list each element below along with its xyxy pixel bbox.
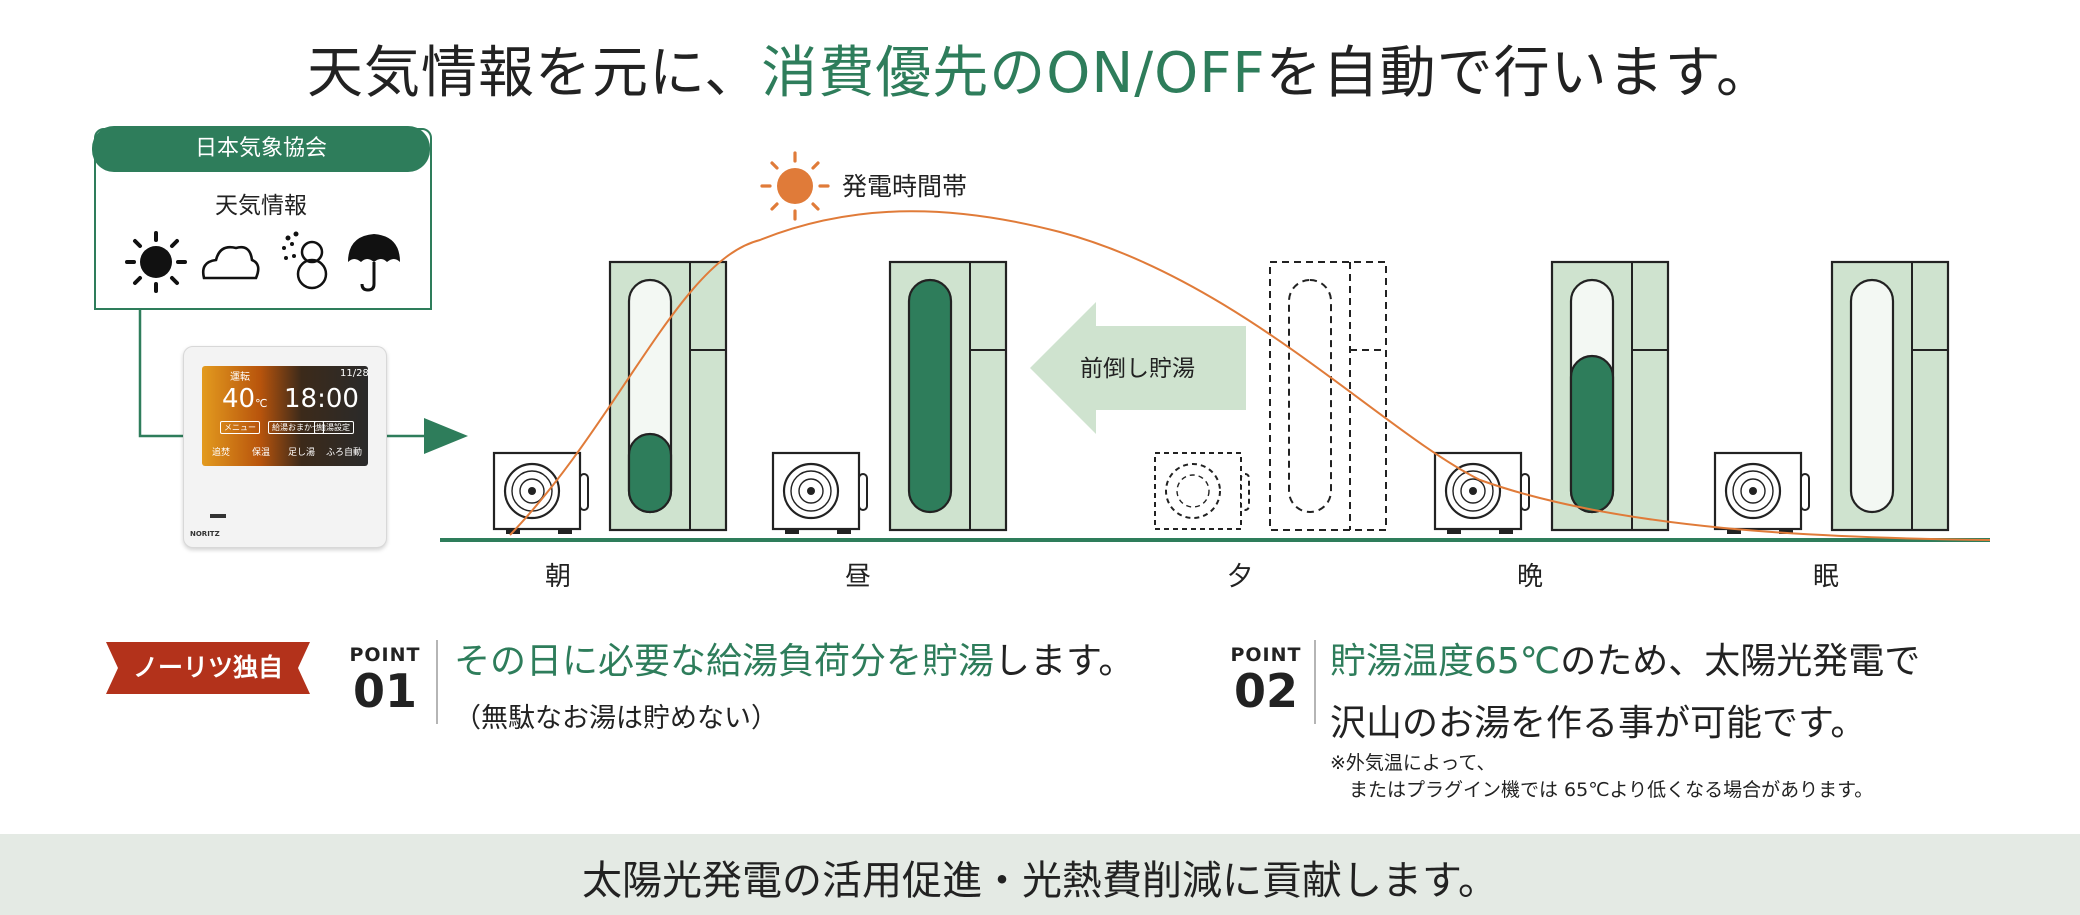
remote-temp: 40℃	[222, 384, 268, 414]
noritz-badge: ノーリツ独自	[132, 653, 283, 682]
slot-sleep	[1713, 260, 1950, 534]
point-2-note-2: またはプラグイン機では 65℃より低くなる場合があります。	[1330, 779, 1874, 801]
outdoor-unit	[492, 451, 589, 534]
generation-sun-icon	[760, 151, 830, 221]
storage-tank	[888, 260, 1008, 532]
generation-label: 発電時間帯	[842, 172, 967, 201]
remote-button-4[interactable]: ふろ自動	[326, 448, 363, 458]
arrow-to-chart-icon	[424, 418, 468, 454]
point-2-line1: 貯湯温度65℃のため、太陽光発電で	[1330, 641, 1921, 682]
time-label-evening: 夕	[1226, 562, 1253, 592]
water-fill	[627, 432, 673, 514]
snowman-icon	[282, 231, 328, 290]
point-2-line2: 沢山のお湯を作る事が可能です。	[1330, 703, 1867, 744]
connector-line	[138, 308, 184, 438]
outdoor-unit	[1433, 451, 1530, 534]
weather-org-label: 日本気象協会	[92, 126, 430, 172]
remote-button-2[interactable]: 保温	[252, 448, 271, 458]
headline: 天気情報を元に、消費優先のON/OFFを自動で行います。	[0, 28, 2080, 109]
time-label-sleep: 眠	[1812, 562, 1839, 592]
footer-text: 太陽光発電の活用促進・光熱費削減に貢献します。	[582, 858, 1498, 904]
outdoor-unit	[1713, 451, 1810, 534]
remote-button-3[interactable]: 足し湯	[288, 448, 316, 458]
advance-storage-arrow-icon	[1030, 302, 1246, 434]
time-label-morning: 朝	[544, 562, 571, 592]
remote-indicator	[210, 514, 226, 518]
point-2-note-1: ※外気温によって、	[1330, 752, 1496, 774]
time-label-night: 晩	[1516, 562, 1543, 592]
outdoor-unit	[771, 451, 868, 534]
storage-tank	[1830, 260, 1950, 532]
point-1-number: 01	[352, 664, 417, 718]
remote-button-1[interactable]: 追焚	[212, 448, 231, 458]
slot-evening	[1154, 261, 1387, 531]
point-2-word: POINT	[1230, 644, 1302, 666]
remote-date: 11/28	[340, 368, 369, 379]
slot-morning	[492, 260, 728, 534]
noritz-badge-shape	[106, 642, 310, 694]
water-fill	[907, 278, 953, 514]
point-1-word: POINT	[349, 644, 421, 666]
outdoor-unit-dashed	[1154, 452, 1250, 530]
headline-highlight: 消費優先のON/OFF	[761, 41, 1266, 106]
storage-tank-dashed	[1269, 261, 1387, 531]
fan-icon	[1165, 463, 1221, 519]
remote-screen	[202, 366, 368, 466]
generation-curve	[509, 210, 1991, 541]
remote-brand: NORITZ	[190, 530, 220, 538]
point-1-sub: （無駄なお湯は貯めない）	[454, 703, 778, 734]
point-2-separator	[1314, 640, 1316, 724]
weather-title: 天気情報	[215, 193, 307, 219]
storage-tank	[608, 260, 728, 532]
headline-part2: を自動で行います。	[1265, 41, 1774, 106]
remote-menu-2[interactable]: 給湯おまかせ	[268, 421, 324, 434]
point-2-number: 02	[1233, 664, 1298, 718]
point-1-separator	[436, 640, 438, 724]
slot-noon	[771, 260, 1008, 534]
umbrella-icon	[348, 234, 400, 292]
footer-band	[0, 834, 2080, 915]
headline-part1: 天気情報を元に、	[306, 41, 762, 106]
remote-top-left: 運転	[230, 372, 250, 383]
water-fill	[1569, 354, 1615, 514]
point-1-main: その日に必要な給湯負荷分を貯湯します。	[454, 641, 1135, 682]
storage-tank	[1550, 260, 1670, 532]
advance-storage-label: 前倒し貯湯	[1080, 356, 1195, 382]
time-label-noon: 昼	[844, 562, 871, 592]
cloud-icon	[201, 245, 260, 280]
sun-icon	[125, 231, 187, 293]
remote-menu-3[interactable]: 給湯設定	[314, 421, 354, 434]
remote-time: 18:00	[284, 384, 359, 414]
slot-night	[1433, 260, 1670, 534]
remote-menu-1[interactable]: メニュー	[220, 421, 260, 434]
